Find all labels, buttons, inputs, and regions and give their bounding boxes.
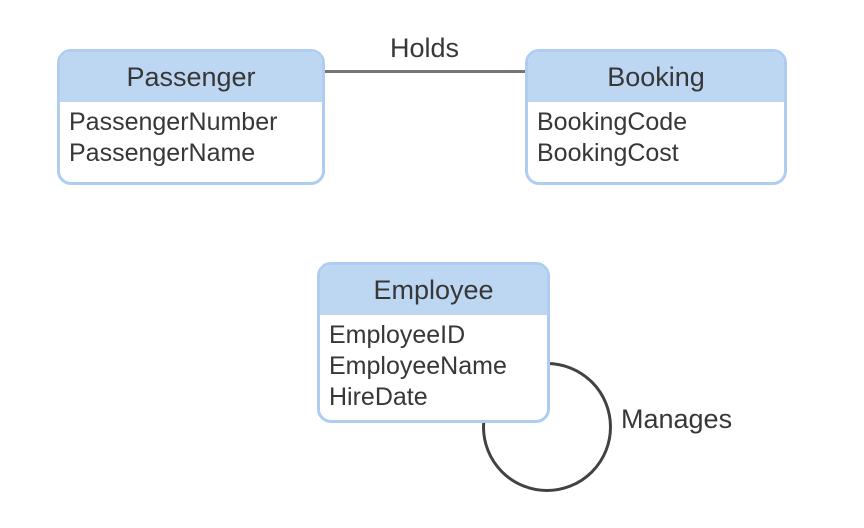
attribute-booking-cost: BookingCost	[537, 139, 679, 167]
attribute-hire-date: HireDate	[329, 383, 428, 411]
entity-passenger-attributes: PassengerNumber PassengerName	[60, 102, 322, 169]
attribute-employee-name: EmployeeName	[329, 352, 507, 380]
entity-booking-attributes: BookingCode BookingCost	[528, 102, 784, 169]
entity-employee-title: Employee	[320, 265, 547, 315]
relationship-line-holds	[324, 70, 525, 73]
entity-booking: Booking BookingCode BookingCost	[525, 49, 787, 185]
attribute-booking-code: BookingCode	[537, 108, 688, 136]
entity-booking-title: Booking	[528, 52, 784, 102]
relationship-label-manages: Manages	[621, 404, 733, 434]
attribute-passenger-number: PassengerNumber	[69, 108, 278, 136]
relationship-label-holds: Holds	[389, 33, 460, 63]
entity-employee-attributes: EmployeeID EmployeeName HireDate	[320, 315, 547, 413]
attribute-employee-id: EmployeeID	[329, 321, 466, 349]
entity-passenger: Passenger PassengerNumber PassengerName	[57, 49, 325, 185]
entity-employee: Employee EmployeeID EmployeeName HireDat…	[317, 262, 550, 423]
entity-passenger-title: Passenger	[60, 52, 322, 102]
attribute-passenger-name: PassengerName	[69, 139, 256, 167]
